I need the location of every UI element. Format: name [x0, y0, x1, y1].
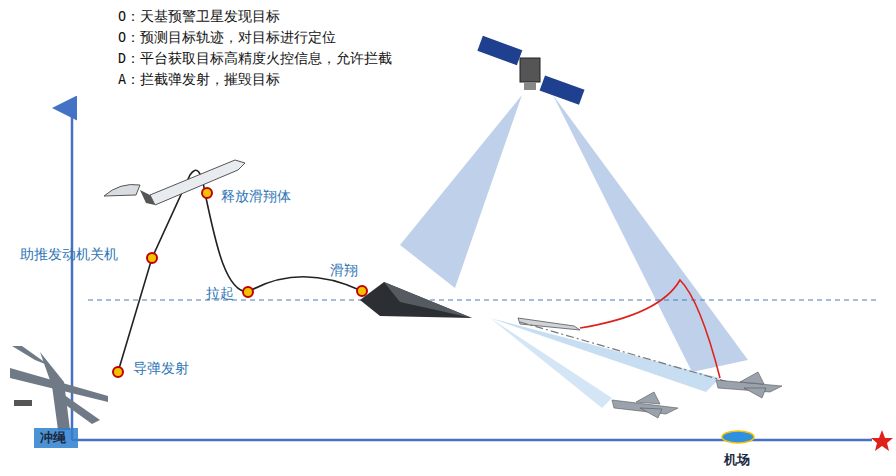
stage-label: 释放滑翔体: [221, 188, 291, 205]
step-note: O：天基预警卫星发现目标: [118, 8, 280, 24]
stage-label: 拉起: [206, 285, 234, 302]
step-note: A：拦截弹发射，摧毁目标: [118, 71, 280, 87]
place-label: 机场: [724, 452, 750, 468]
stage-label: 滑翔: [330, 262, 358, 279]
stage-label: 助推发动机关机: [20, 246, 118, 263]
step-note: D：平台获取目标高精度火控信息，允许拦截: [118, 50, 392, 66]
step-note: O：预测目标轨迹，对目标进行定位: [118, 29, 336, 45]
stage-label: 导弹发射: [133, 360, 189, 377]
place-label: 冲绳: [40, 430, 66, 446]
